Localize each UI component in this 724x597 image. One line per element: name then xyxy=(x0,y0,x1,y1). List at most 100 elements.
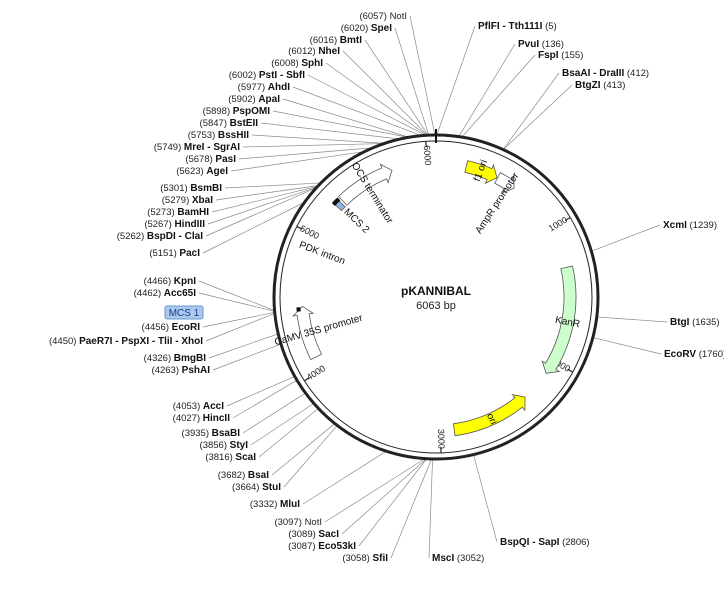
site-label-bspqi-sapi[interactable]: BspQI - SapI (2806) xyxy=(500,537,590,548)
site-leader-line xyxy=(260,122,401,140)
site-leader-line xyxy=(230,151,365,172)
site-label-mrei-sgrai[interactable]: (5749) MreI - SgrAI xyxy=(154,142,240,153)
site-label-xcmi[interactable]: XcmI (1239) xyxy=(663,220,717,231)
site-name: EcoRI xyxy=(172,322,201,333)
site-label-paer7i-pspxi-tlii-xhoi[interactable]: (4450) PaeR7I - PspXI - TliI - XhoI xyxy=(49,336,203,347)
site-label-bsabi[interactable]: (3935) BsaBI xyxy=(182,428,241,439)
site-name: BamHI xyxy=(177,207,209,218)
site-label-bmgbi[interactable]: (4326) BmgBI xyxy=(144,353,207,364)
site-name: MluI xyxy=(280,499,300,510)
site-label-noti[interactable]: (6057) NotI xyxy=(359,11,407,22)
site-position: (5301) xyxy=(160,183,187,194)
site-position: (5267) xyxy=(144,219,171,230)
site-label-apai[interactable]: (5902) ApaI xyxy=(228,94,280,105)
site-position: (2806) xyxy=(562,537,589,548)
site-leader-line xyxy=(224,182,321,189)
site-label-bsaai-draiii[interactable]: BsaAI - DraIII (412) xyxy=(562,68,649,79)
site-name: AccI xyxy=(203,401,224,412)
site-position: (412) xyxy=(627,68,649,79)
site-label-bamhi[interactable]: (5273) BamHI xyxy=(147,207,209,218)
site-label-bmti[interactable]: (6016) BmtI xyxy=(310,35,363,46)
site-label-agei[interactable]: (5623) AgeI xyxy=(176,166,228,177)
feature-f1-ori[interactable] xyxy=(464,160,498,185)
site-position: (3097) xyxy=(274,517,301,528)
site-label-noti[interactable]: (3097) NotI xyxy=(274,517,322,528)
site-label-sphi[interactable]: (6008) SphI xyxy=(271,58,323,69)
site-label-bsai[interactable]: (3682) BsaI xyxy=(218,470,269,481)
site-name: Acc65I xyxy=(164,288,196,299)
site-position: (3816) xyxy=(205,452,232,463)
site-leader-line xyxy=(212,343,282,371)
site-leader-line xyxy=(592,337,662,355)
site-position: (6020) xyxy=(341,23,368,34)
site-label-saci[interactable]: (3089) SacI xyxy=(288,529,339,540)
feature-kanr[interactable] xyxy=(541,265,577,374)
site-position: (4326) xyxy=(144,353,171,364)
site-label-bsshii[interactable]: (5753) BssHII xyxy=(188,130,249,141)
site-label-hindiii[interactable]: (5267) HindIII xyxy=(144,219,205,230)
site-name: FspI xyxy=(538,50,559,61)
feature-label-pdk-intron: PDK intron xyxy=(297,240,346,268)
site-leader-line xyxy=(205,312,275,342)
site-leader-lines xyxy=(198,15,668,559)
site-label-fspi[interactable]: FspI (155) xyxy=(538,50,583,61)
site-leader-line xyxy=(458,43,516,137)
site-leader-line xyxy=(461,54,536,138)
site-position: (4456) xyxy=(142,322,169,333)
site-position: (5898) xyxy=(203,106,230,117)
site-name: PflFI - Tth111I xyxy=(478,21,543,32)
site-label-acc65i[interactable]: (4462) Acc65I xyxy=(134,288,197,299)
site-leader-line xyxy=(232,379,298,419)
site-label-mlui[interactable]: (3332) MluI xyxy=(250,499,300,510)
site-leader-line xyxy=(292,86,422,136)
site-label-msci[interactable]: MscI (3052) xyxy=(432,553,484,564)
feature-ocs-terminator[interactable] xyxy=(337,163,393,206)
site-position: (5753) xyxy=(188,130,215,141)
site-position: (413) xyxy=(603,80,625,91)
mcs1-box[interactable]: MCS 1 xyxy=(164,305,204,320)
site-label-pspomi[interactable]: (5898) PspOMI xyxy=(203,106,271,117)
site-label-styi[interactable]: (3856) StyI xyxy=(200,440,249,451)
site-label-sfii[interactable]: (3058) SfiI xyxy=(342,553,388,564)
site-label-btgi[interactable]: BtgI (1635) xyxy=(670,317,720,328)
site-label-acci[interactable]: (4053) AccI xyxy=(173,401,224,412)
site-label-btgzi[interactable]: BtgZI (413) xyxy=(575,80,625,91)
site-leader-line xyxy=(390,458,432,559)
site-position: (1635) xyxy=(692,317,719,328)
feature-ori[interactable] xyxy=(452,393,526,437)
site-leader-line xyxy=(596,316,668,323)
site-label-pflfi-tth111i[interactable]: PflFI - Tth111I (5) xyxy=(478,21,557,32)
site-label-nhei[interactable]: (6012) NheI xyxy=(288,46,340,57)
site-name: SacI xyxy=(318,529,339,540)
site-label-pvui[interactable]: PvuI (136) xyxy=(518,39,564,50)
site-label-spei[interactable]: (6020) SpeI xyxy=(341,23,392,34)
site-label-scai[interactable]: (3816) ScaI xyxy=(205,452,256,463)
site-label-hincii[interactable]: (4027) HincII xyxy=(173,413,231,424)
site-leader-line xyxy=(198,280,275,311)
feature-ampr-promoter[interactable] xyxy=(494,172,515,194)
site-label-kpni[interactable]: (4466) KpnI xyxy=(144,276,197,287)
site-position: (3332) xyxy=(250,499,277,510)
site-label-bspdi-clai[interactable]: (5262) BspDI - ClaI xyxy=(117,231,203,242)
site-name: NheI xyxy=(318,46,340,57)
site-name: BstEII xyxy=(230,118,259,129)
site-label-pshai[interactable]: (4263) PshAI xyxy=(152,365,211,376)
feature-camv-35s-promoter[interactable] xyxy=(292,305,323,361)
site-label-bsmbi[interactable]: (5301) BsmBI xyxy=(160,183,222,194)
site-label-ecorv[interactable]: EcoRV (1760) xyxy=(664,349,724,360)
site-label-ahdi[interactable]: (5977) AhdI xyxy=(238,82,291,93)
site-label-bsteii[interactable]: (5847) BstEII xyxy=(200,118,259,129)
site-name: NotI xyxy=(305,517,322,528)
ruler-tick xyxy=(567,368,574,373)
site-leader-line xyxy=(211,185,318,213)
site-label-pasi[interactable]: (5678) PasI xyxy=(185,154,236,165)
site-label-psti-sbfi[interactable]: (6002) PstI - SbfI xyxy=(229,70,305,81)
site-leader-line xyxy=(208,333,279,359)
site-label-eco53ki[interactable]: (3087) Eco53kI xyxy=(288,541,356,552)
site-label-stui[interactable]: (3664) StuI xyxy=(232,482,281,493)
site-label-xbai[interactable]: (5279) XbaI xyxy=(162,195,213,206)
site-label-ecori[interactable]: (4456) EcoRI xyxy=(142,322,201,333)
site-position: (5977) xyxy=(238,82,265,93)
site-position: (5902) xyxy=(228,94,255,105)
site-label-paci[interactable]: (5151) PacI xyxy=(149,248,200,259)
